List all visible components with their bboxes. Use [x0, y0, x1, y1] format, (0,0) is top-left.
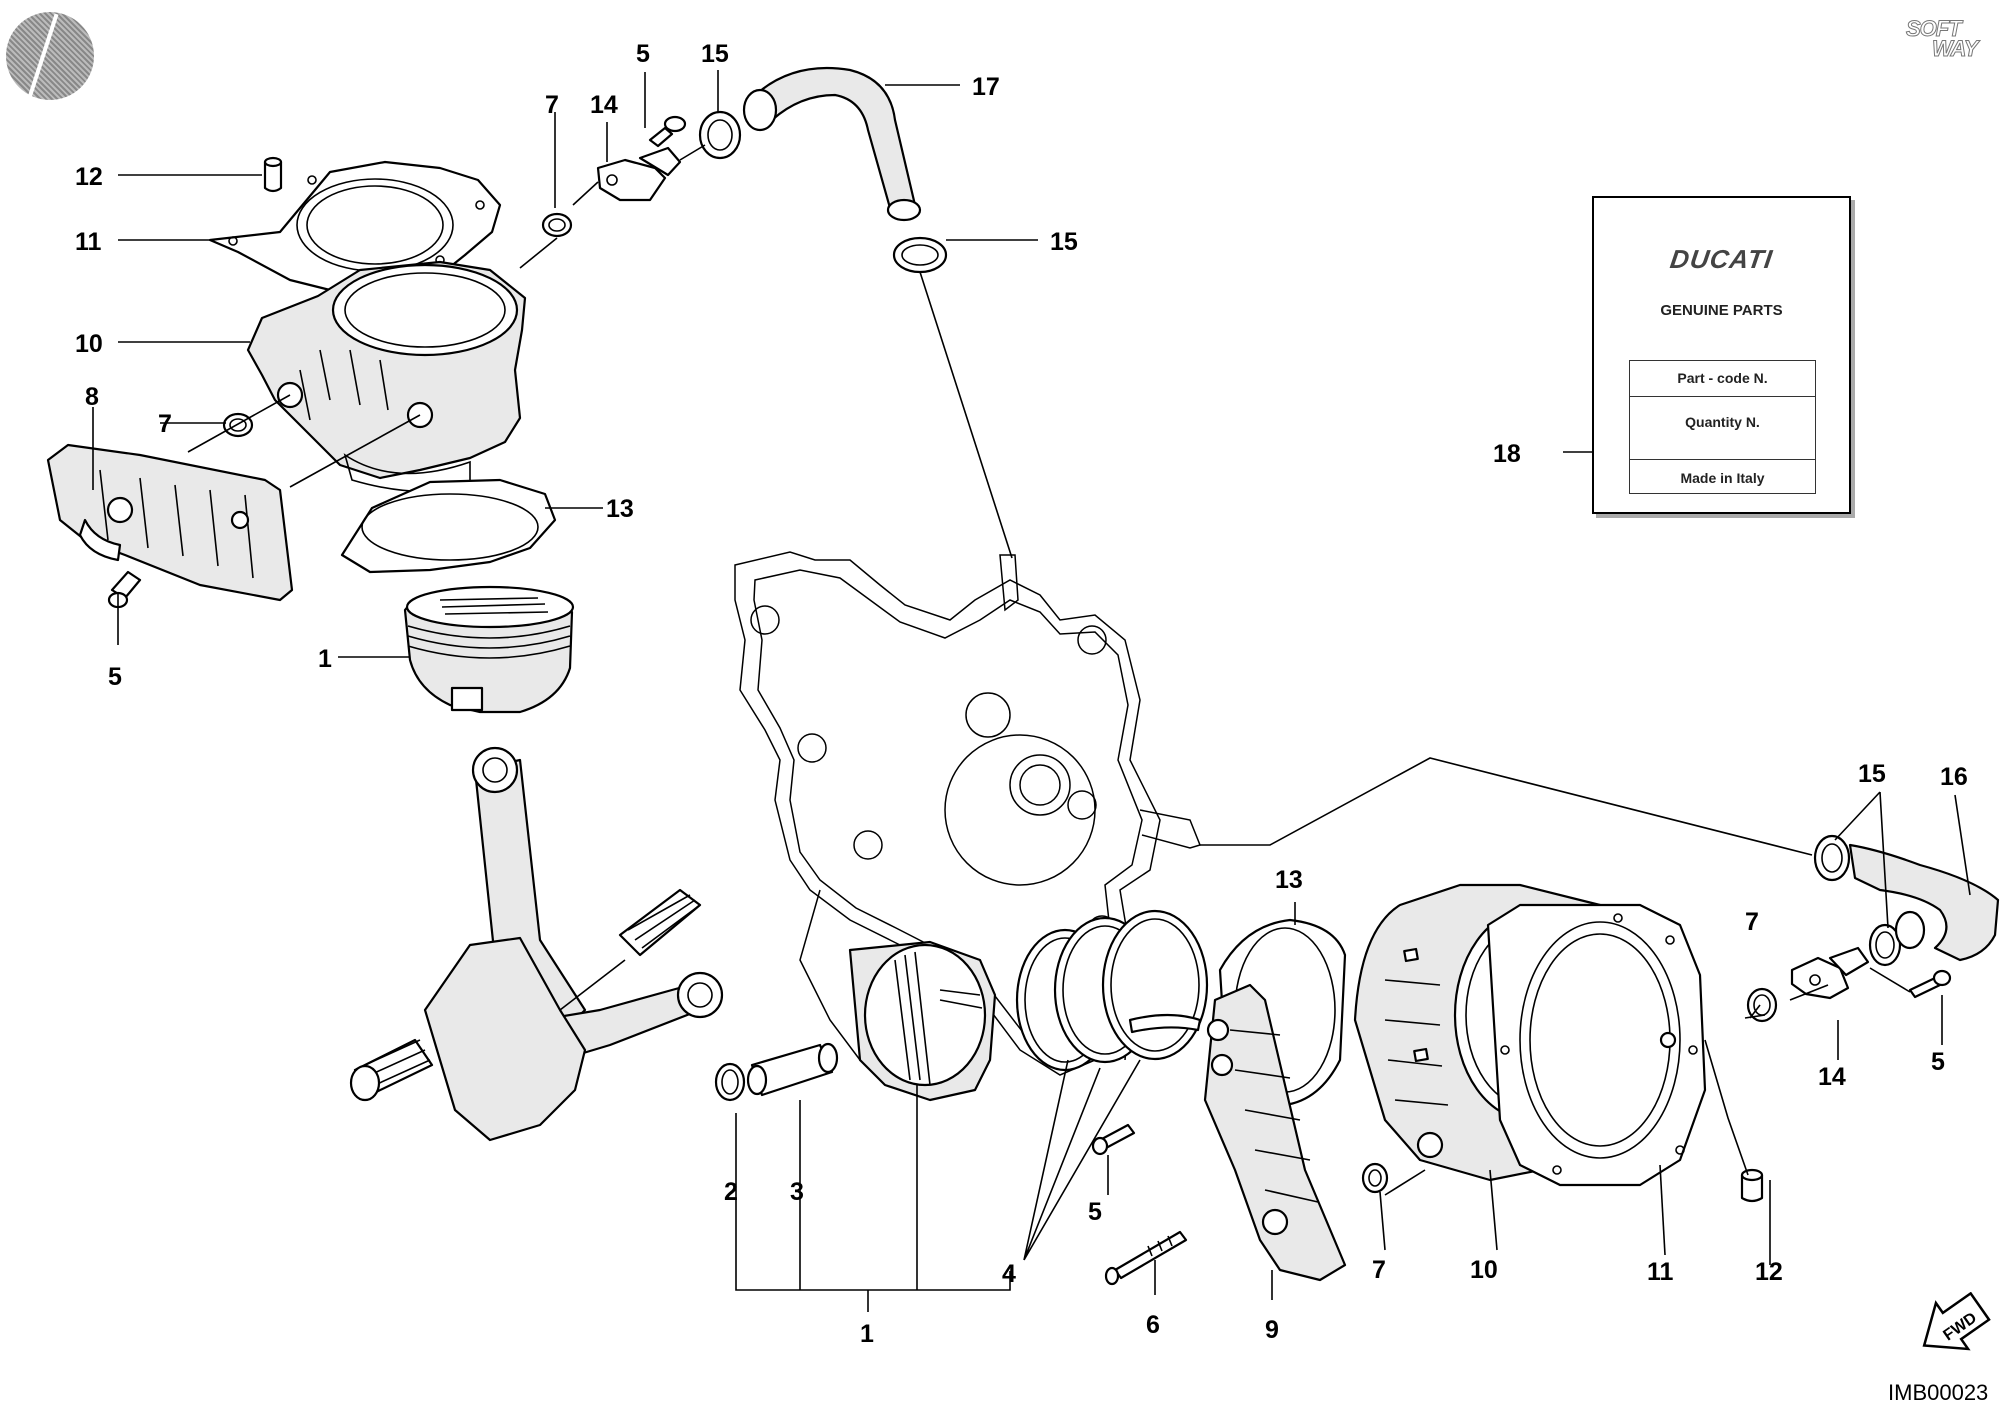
callout-12-rear: 12: [75, 163, 103, 191]
callout-14-rear: 14: [590, 91, 618, 119]
callout-10-front: 10: [1470, 1256, 1498, 1284]
stud-bolt: [1104, 1230, 1188, 1286]
front-head-gasket: [1486, 903, 1707, 1187]
bolt-front-chain: [1091, 1123, 1136, 1156]
dowel-pin-front: [1740, 1168, 1764, 1203]
label-table: Part - code N. Quantity N. Made in Italy: [1629, 360, 1816, 494]
hose-clamp-rear-top: [698, 110, 742, 160]
softway-logo: SOFT WAY: [1902, 16, 1996, 62]
callout-5-front-right: 5: [1931, 1048, 1945, 1076]
callout-3: 3: [790, 1178, 804, 1206]
rear-cylinder: [246, 260, 527, 493]
callout-16: 16: [1940, 763, 1968, 791]
bolt-front-union: [1908, 969, 1952, 999]
water-union-front: [1790, 946, 1870, 1000]
callout-4: 4: [1002, 1260, 1016, 1288]
front-piston: [848, 940, 997, 1102]
circlip: [714, 1062, 746, 1102]
callout-10-rear: 10: [75, 330, 103, 358]
callout-6: 6: [1146, 1311, 1160, 1339]
callout-15-front: 15: [1858, 760, 1886, 788]
image-code: IMB00023: [1888, 1380, 1989, 1405]
dowel-pin-top: [263, 156, 283, 193]
label-row-quantity: Quantity N.: [1630, 397, 1815, 460]
corner-badge-icon: [6, 12, 94, 100]
callout-13-rear: 13: [606, 495, 634, 523]
label-row-part-code: Part - code N.: [1630, 361, 1815, 397]
chain-cover-left: [46, 443, 294, 602]
callout-17: 17: [972, 73, 1000, 101]
genuine-parts-label: DUCATI GENUINE PARTS Part - code N. Quan…: [1592, 196, 1851, 514]
o-ring-rear-top: [541, 212, 573, 238]
callout-12-front: 12: [1755, 1258, 1783, 1286]
callout-7-rear-top: 7: [545, 91, 559, 119]
callout-8: 8: [85, 383, 99, 411]
callout-1-rear: 1: [318, 645, 332, 673]
callout-18: 18: [1493, 440, 1521, 468]
label-heading: GENUINE PARTS: [1660, 302, 1783, 319]
logo-line-2: WAY: [1931, 36, 1979, 62]
callout-7-rear-left: 7: [158, 410, 172, 438]
callout-11-rear: 11: [75, 228, 102, 256]
callout-13-front: 13: [1275, 866, 1303, 894]
callout-1-front: 1: [860, 1320, 874, 1348]
crankcase-outline: [734, 551, 1202, 1076]
bolt-rear-lower: [107, 570, 142, 609]
hose-clamp-rear-lower: [892, 236, 948, 274]
cylinder-head-gasket-top: [208, 160, 502, 292]
hose-clamp-front-lower: [1868, 923, 1902, 967]
rear-head-gasket-bottom: [340, 478, 557, 574]
o-ring-front-left: [1361, 1162, 1389, 1194]
leader-lines: [92, 70, 1971, 1312]
brand-logo: DUCATI: [1668, 244, 1775, 274]
callout-15-rear-top: 15: [701, 40, 729, 68]
callout-7-front-right: 7: [1745, 908, 1759, 936]
o-ring-rear: [222, 412, 254, 438]
label-row-made-in: Made in Italy: [1680, 470, 1765, 486]
o-ring-front-right: [1746, 987, 1778, 1023]
piston-pin: [746, 1042, 839, 1097]
hose-clamp-front-top: [1813, 834, 1851, 882]
callout-14-front: 14: [1818, 1063, 1846, 1091]
callout-2: 2: [724, 1178, 738, 1206]
logo-line-1: SOFT: [1906, 16, 1963, 42]
hose-rear: [742, 66, 922, 222]
callout-5-front-left: 5: [1088, 1198, 1102, 1226]
callout-9: 9: [1265, 1316, 1279, 1344]
rear-piston: [403, 585, 575, 714]
hose-front: [1848, 843, 2000, 962]
callout-11-front: 11: [1647, 1258, 1674, 1286]
callout-15-rear-lower: 15: [1050, 228, 1078, 256]
chain-cover-front: [1128, 983, 1347, 1282]
callout-7-front-left: 7: [1372, 1256, 1386, 1284]
callout-5-rear-left: 5: [108, 663, 122, 691]
crankshaft: [349, 888, 702, 1142]
callouts: 12 11 10 8 7 5 1 13 7 14 5 15 17 15 18 2…: [75, 40, 1968, 1348]
forward-arrow-icon: FWD: [1922, 1292, 1991, 1351]
bolt-rear-union: [648, 115, 687, 148]
water-union-rear: [596, 146, 682, 202]
callout-5-rear-top: 5: [636, 40, 650, 68]
piston-rings: [1015, 909, 1209, 1072]
